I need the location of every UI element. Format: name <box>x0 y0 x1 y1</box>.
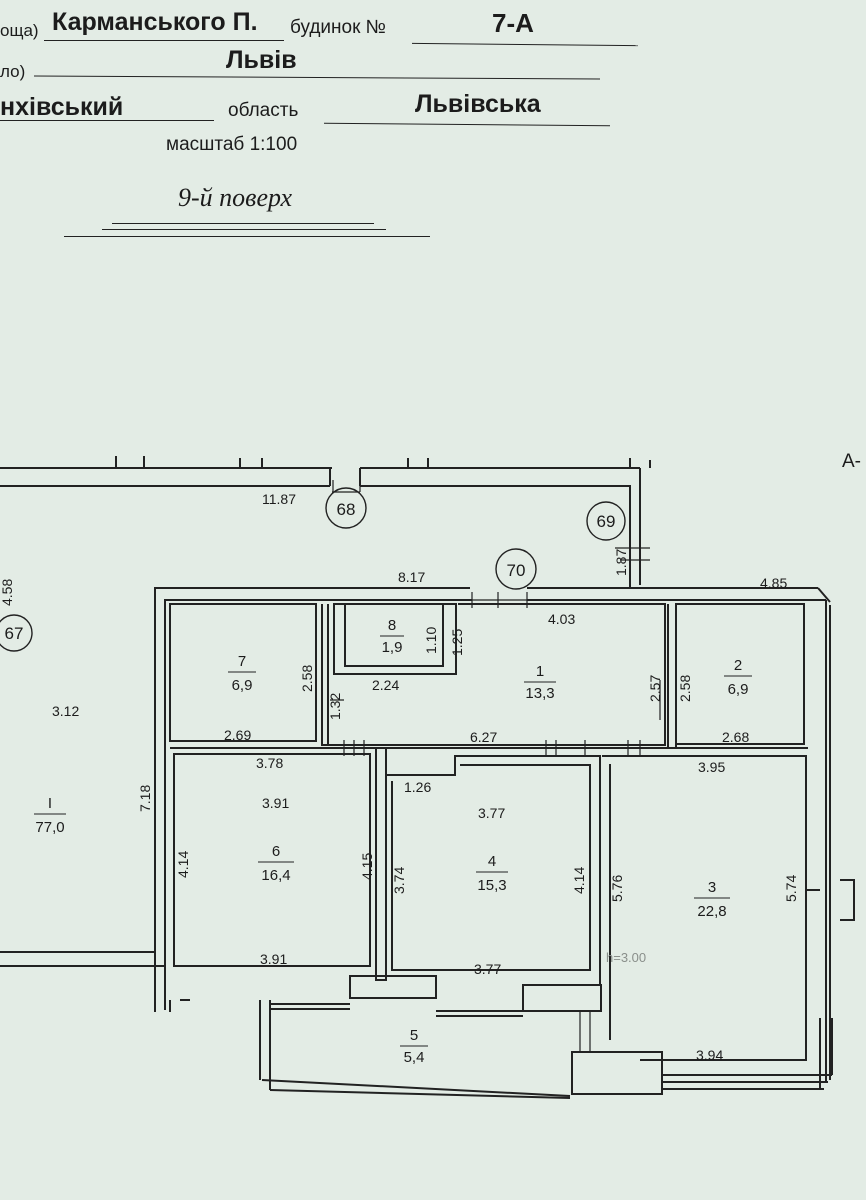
svg-text:67: 67 <box>5 624 24 643</box>
room-7-area: 6,9 <box>232 677 253 694</box>
room-3-no: 3 <box>708 879 716 896</box>
scale-label: масштаб 1:100 <box>166 134 298 155</box>
room-I-area: 77,0 <box>35 819 64 836</box>
dim-4-58: 4.58 <box>0 579 15 606</box>
room-4-area: 15,3 <box>477 877 506 894</box>
dim-4-15: 4.15 <box>359 853 375 880</box>
room-1-area: 13,3 <box>525 685 554 702</box>
district-value: нхівський <box>0 93 124 121</box>
dim-2-58a: 2.58 <box>299 665 315 692</box>
marker-68: 68 <box>325 487 367 529</box>
region-label: область <box>228 100 299 121</box>
dim-1-87: 1.87 <box>613 549 629 576</box>
floor-underline-1 <box>112 223 374 224</box>
dim-2-69: 2.69 <box>224 727 251 743</box>
ceiling-height-note: h=3.00 <box>606 950 646 965</box>
dim-1-32: 1.32 <box>327 693 343 720</box>
dim-4-85: 4.85 <box>760 575 787 591</box>
room-labels: 7 6,9 8 1,9 1 13,3 2 6,9 6 16,4 4 15,3 3… <box>34 617 752 1066</box>
city-label: ло) <box>0 62 26 81</box>
dim-5-74: 5.74 <box>783 875 799 902</box>
dim-3-77a: 3.77 <box>478 805 505 821</box>
marker-70: 70 <box>495 548 537 590</box>
dim-2-68: 2.68 <box>722 729 749 745</box>
dim-2-57: 2.57 <box>647 675 663 702</box>
dimension-ticks <box>327 480 661 1052</box>
room-6-no: 6 <box>272 843 280 860</box>
svg-text:68: 68 <box>337 500 356 519</box>
floor-underline-3 <box>64 236 430 237</box>
dim-11-87: 11.87 <box>262 491 296 507</box>
room-5-area: 5,4 <box>404 1049 425 1066</box>
dim-2-58b: 2.58 <box>677 675 693 702</box>
room-8-no: 8 <box>388 617 396 634</box>
region-value: Львівська <box>415 90 541 118</box>
dim-3-12: 3.12 <box>52 703 79 719</box>
dim-3-91b: 3.91 <box>260 951 287 967</box>
marker-67: 67 <box>0 614 33 652</box>
city-value: Львів <box>226 46 297 74</box>
room-I-no: I <box>48 795 52 812</box>
room-7-no: 7 <box>238 653 246 670</box>
room-2-area: 6,9 <box>728 681 749 698</box>
street-underline <box>44 40 284 41</box>
dim-4-14a: 4.14 <box>175 851 191 878</box>
district-underline <box>0 120 214 121</box>
floor-title: 9-й поверх <box>178 183 293 212</box>
dim-6-27: 6.27 <box>470 729 497 745</box>
corner-label: А- <box>842 451 861 472</box>
dimension-labels: 11.87 8.17 4.85 1.87 4.03 1.25 1.10 2.24… <box>0 491 799 1063</box>
dim-3-95: 3.95 <box>698 759 725 775</box>
room-2-no: 2 <box>734 657 742 674</box>
dim-3-74: 3.74 <box>391 867 407 894</box>
room-4-no: 4 <box>488 853 496 870</box>
street-label: оща) <box>0 21 39 40</box>
dim-8-17: 8.17 <box>398 569 425 585</box>
street-value: Карманського П. <box>52 8 258 36</box>
walls <box>0 456 855 1099</box>
room-8-area: 1,9 <box>382 639 403 656</box>
svg-text:70: 70 <box>507 561 526 580</box>
dim-7-18: 7.18 <box>137 785 153 812</box>
dim-3-91a: 3.91 <box>262 795 289 811</box>
marker-69: 69 <box>586 501 626 541</box>
dim-3-77b: 3.77 <box>474 961 501 977</box>
dim-2-24: 2.24 <box>372 677 399 693</box>
dim-1-26: 1.26 <box>404 779 431 795</box>
floor-underline-2 <box>102 229 386 230</box>
room-5-no: 5 <box>410 1027 418 1044</box>
dim-4-03: 4.03 <box>548 611 575 627</box>
dim-1-25: 1.25 <box>449 629 465 656</box>
dim-4-14b: 4.14 <box>571 867 587 894</box>
room-3-area: 22,8 <box>697 903 726 920</box>
building-value: 7-А <box>492 8 534 38</box>
dim-3-94: 3.94 <box>696 1047 723 1063</box>
dim-1-10: 1.10 <box>423 627 439 654</box>
dim-3-78: 3.78 <box>256 755 283 771</box>
dim-5-76: 5.76 <box>609 875 625 902</box>
svg-text:69: 69 <box>597 512 616 531</box>
building-label: будинок № <box>290 17 387 38</box>
room-6-area: 16,4 <box>261 867 290 884</box>
room-1-no: 1 <box>536 663 544 680</box>
